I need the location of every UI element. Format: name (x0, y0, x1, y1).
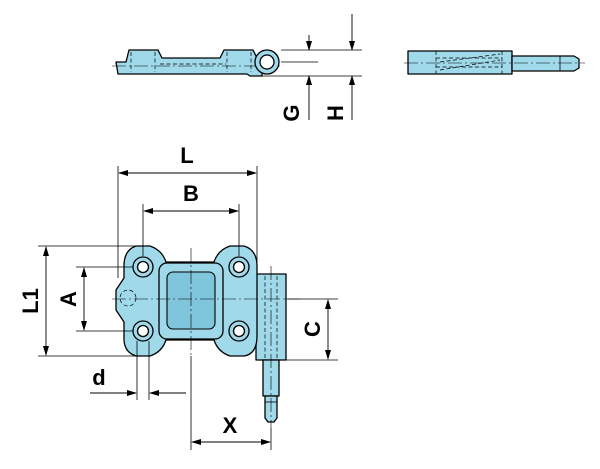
dimension-a (76, 266, 133, 332)
front-view (112, 245, 300, 428)
dimension-l1 (38, 245, 136, 357)
mounting-hole-bottom-left (136, 324, 150, 338)
dimension-d (90, 341, 186, 400)
side-view-plate (115, 49, 263, 77)
dim-label-a: A (56, 291, 81, 307)
mounting-hole-bottom-right (232, 324, 246, 338)
end-view-body (407, 50, 513, 75)
dimension-l (117, 166, 258, 278)
dim-label-d: d (92, 365, 105, 390)
dim-label-l: L (180, 143, 193, 168)
end-view-pin (511, 55, 580, 72)
dim-label-l1: L1 (18, 288, 43, 314)
dim-label-g: G (279, 104, 304, 121)
hinge-pin-inner (259, 54, 275, 70)
side-view-right (404, 50, 585, 75)
side-view-left (112, 49, 282, 77)
dim-label-c: C (300, 321, 325, 337)
dimension-g-h (262, 14, 362, 120)
mounting-hole-top-left (136, 260, 150, 274)
dimension-x (190, 356, 272, 450)
mounting-hole-top-right (232, 260, 246, 274)
dim-label-h: H (323, 105, 348, 121)
dim-label-b: B (183, 181, 199, 206)
dimension-b (142, 204, 240, 256)
dimension-c (286, 298, 338, 361)
dim-label-x: X (223, 413, 238, 438)
